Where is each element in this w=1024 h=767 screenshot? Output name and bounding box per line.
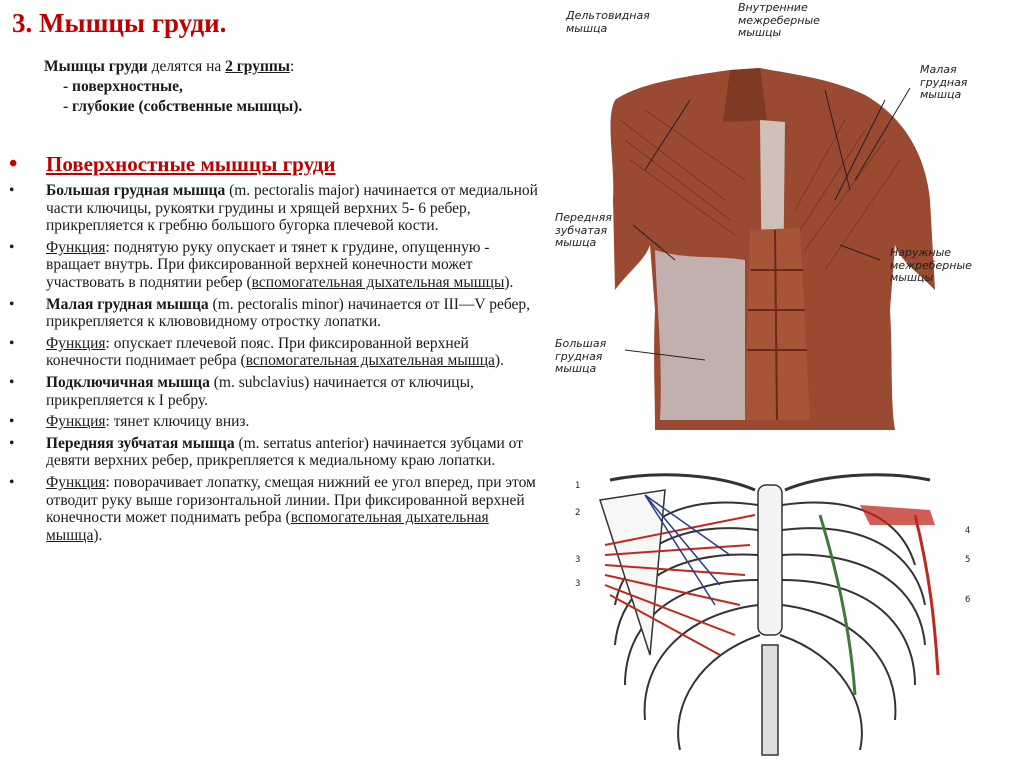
bullet: • [9, 334, 15, 352]
muscle-name: Подключичная мышца [46, 373, 210, 391]
intro-line-groups: Мышцы груди делятся на 2 группы: [44, 57, 302, 77]
item-text: : поднятую руку опускает и тянет к груди… [46, 238, 490, 291]
list-item-pectoralis-major: • Большая грудная мышца (m. pectoralis ma… [5, 182, 545, 235]
serratus-lines [604, 514, 756, 656]
chest-muscles-figure [610, 68, 935, 430]
function-note: вспомогательная дыхательная мышцы [251, 273, 505, 291]
arm-muscle-right [913, 514, 940, 676]
fig2-number-5: 5 [965, 555, 971, 565]
fig2-number-6: 6 [965, 595, 971, 605]
item-text-end: ). [504, 273, 514, 291]
content-list: • Поверхностные мышцы груди • Большая груд… [5, 150, 545, 544]
list-item-function-2: • Функция: опускает плечевой пояс. При фи… [5, 335, 545, 370]
intercostal-lines [818, 514, 857, 696]
function-label: Функция [46, 473, 106, 491]
section-heading: • Поверхностные мышцы груди [5, 150, 545, 178]
aponeurosis-shape [655, 250, 745, 420]
pointer-lines [624, 87, 911, 361]
function-label: Функция [46, 413, 106, 431]
scapula-left [599, 489, 666, 656]
list-item-function-3: • Функция: тянет ключицу вниз. [5, 413, 545, 431]
fig2-number-3b: 3 [575, 579, 581, 589]
list-item-subclavius: • Подключичная мышца (m. subclavius) начи… [5, 374, 545, 409]
item-text: : опускает плечевой пояс. При фиксирован… [46, 334, 469, 370]
list-item-function-4: • Функция: поворачивает лопатку, смещая н… [5, 474, 545, 544]
bullet: • [9, 151, 18, 177]
intro-line-deep: - глубокие (собственные мышцы). [63, 98, 303, 115]
clavicle-right [784, 473, 931, 492]
label-internal-intercostal: Внутренние межреберные мышцы [738, 1, 820, 39]
pectoralis-minor-lines [644, 494, 731, 606]
clavicle-left [609, 473, 756, 492]
intro-underline: 2 группы [225, 58, 290, 75]
neck-shape [723, 68, 767, 122]
item-text: (m. pectoralis minor) начинается от III—… [46, 295, 531, 331]
fig2-number-3a: 3 [575, 555, 581, 565]
label-deltoid: Дельтовидная мышца [566, 9, 650, 35]
intro-block: Мышцы груди делятся на 2 группы: - повер… [44, 57, 302, 117]
item-text-end: ). [494, 352, 504, 370]
bullet: • [9, 434, 15, 452]
list-item-function-1: • Функция: поднятую руку опускает и тянет… [5, 239, 545, 292]
sternum [757, 484, 783, 636]
pectoralis-right [860, 505, 935, 525]
bullet: • [9, 413, 15, 431]
rectus-shape [745, 228, 810, 420]
label-pectoralis-minor: Малая грудная мышца [920, 63, 968, 101]
fig2-number-1: 1 [575, 481, 581, 491]
intro-text: делятся на [147, 58, 226, 75]
muscle-name: Передняя зубчатая мышца [46, 434, 235, 452]
item-text: (m. serratus anterior) начинается зубцам… [46, 434, 523, 470]
bullet: • [9, 238, 15, 256]
muscle-name: Большая грудная мышца [46, 182, 226, 199]
bullet: • [9, 373, 15, 391]
bullet: • [9, 182, 15, 199]
function-note: вспомогательная дыхательная мышца [46, 509, 489, 544]
list-item-pectoralis-minor: • Малая грудная мышца (m. pectoralis mino… [5, 296, 545, 331]
intro-colon: : [289, 58, 295, 75]
heading-text: Поверхностные мышцы груди [46, 152, 336, 176]
item-text: : поворачивает лопатку, смещая нижний ее… [46, 473, 536, 527]
intro-line-superficial: - поверхностные, [63, 78, 183, 95]
rectus-segments [747, 229, 807, 421]
muscle-name: Малая грудная мышца [46, 295, 209, 313]
rib-cage-figure [599, 473, 940, 756]
item-text: : тянет ключицу вниз. [105, 413, 250, 431]
bullet: • [9, 473, 15, 491]
function-note: вспомогательная дыхательная мышца [245, 352, 495, 370]
label-pectoralis-major: Большая грудная мышца [555, 337, 607, 375]
fig2-number-2: 2 [575, 508, 581, 518]
label-serratus-anterior: Передняя зубчатая мышца [555, 211, 612, 249]
item-text-end: ). [93, 526, 103, 544]
function-label: Функция [46, 238, 106, 256]
spine [761, 644, 779, 756]
item-text: (m. pectoralis major) начинается от меди… [46, 182, 538, 235]
list-item-serratus-anterior: • Передняя зубчатая мышца (m. serratus an… [5, 435, 545, 470]
fig2-number-4: 4 [965, 526, 971, 536]
item-text: (m. subclavius) начинается от ключицы, п… [46, 373, 474, 409]
function-label: Функция [46, 334, 106, 352]
slide-title: 3. Мышцы груди. [12, 8, 227, 38]
label-external-intercostal: Наружные межреберные мышцы [890, 246, 972, 284]
intro-bold: Мышцы груди [44, 58, 148, 75]
bullet: • [9, 295, 15, 313]
